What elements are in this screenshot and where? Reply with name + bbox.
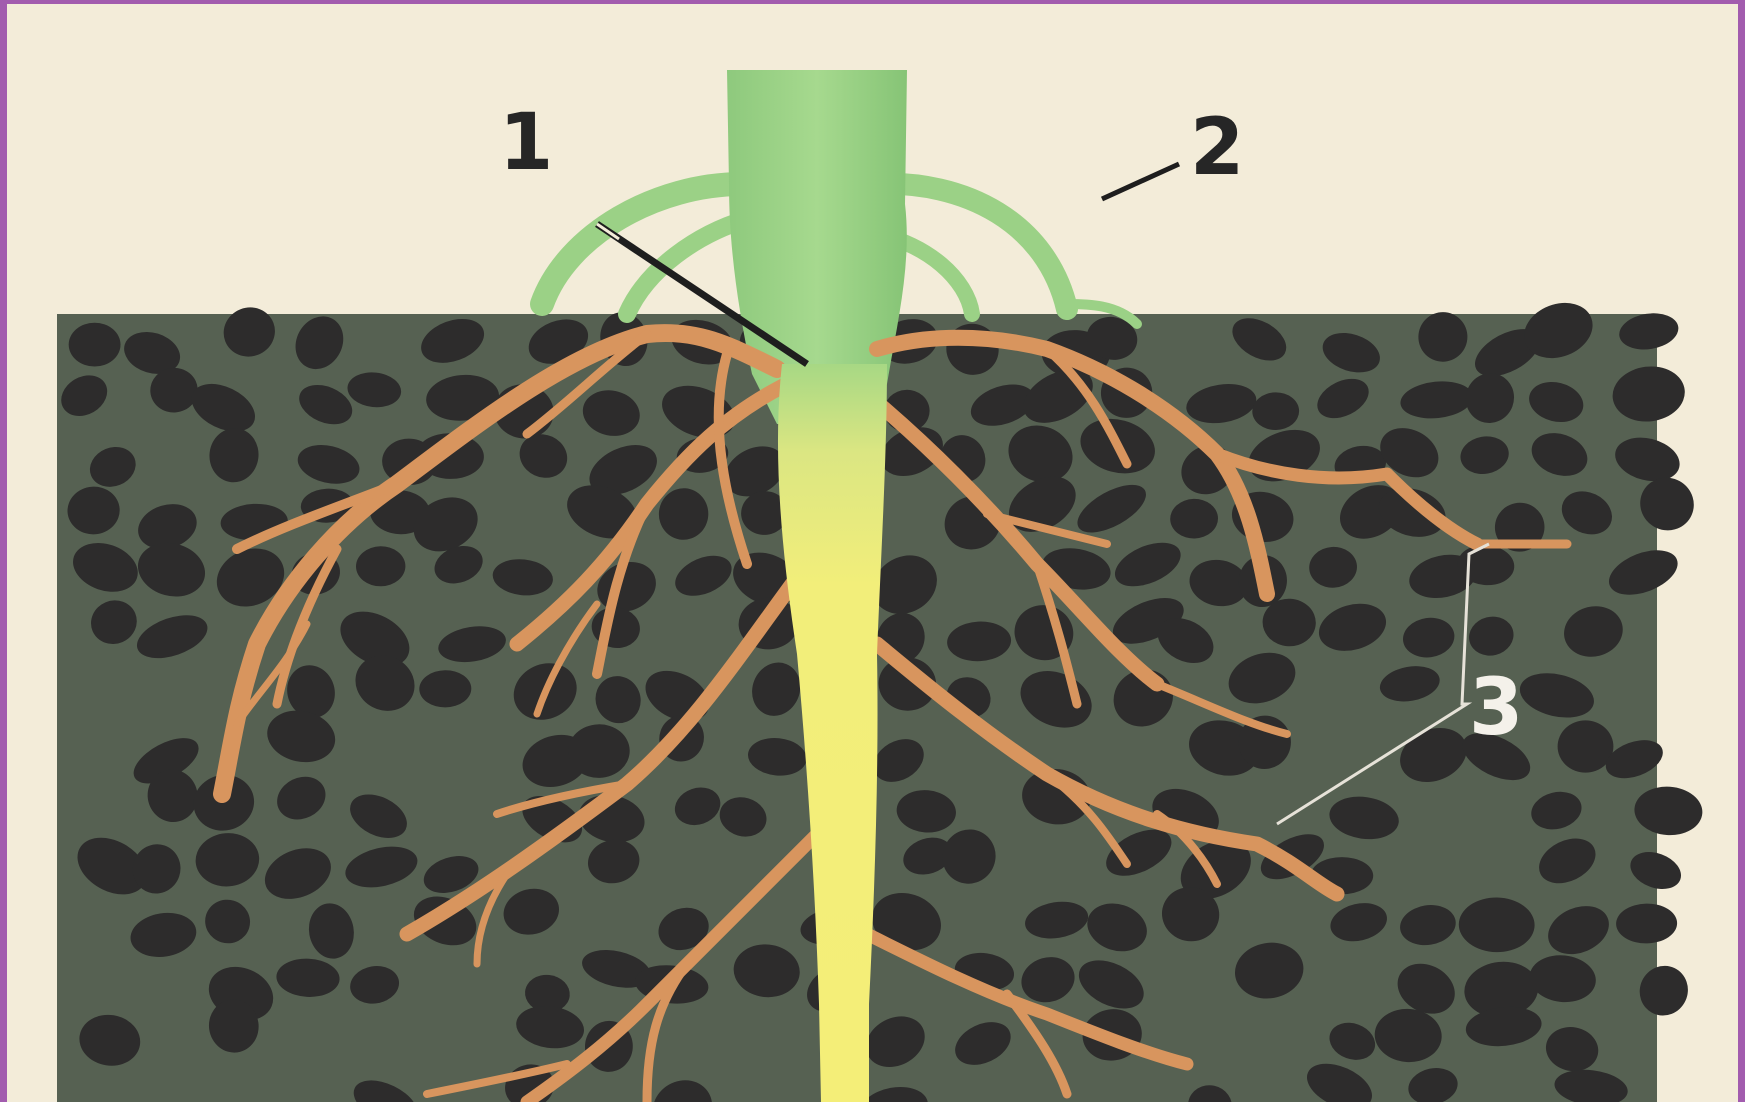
label-2: 2	[1190, 103, 1244, 193]
label-1: 1	[499, 98, 553, 188]
soil-clod	[69, 323, 121, 367]
leader-line-2	[1102, 164, 1179, 199]
soil-clod	[1558, 720, 1614, 772]
root-system-diagram: 1 2 3	[7, 4, 1738, 1102]
figure-frame: 1 2 3	[7, 4, 1738, 1102]
label-3: 3	[1469, 663, 1523, 753]
